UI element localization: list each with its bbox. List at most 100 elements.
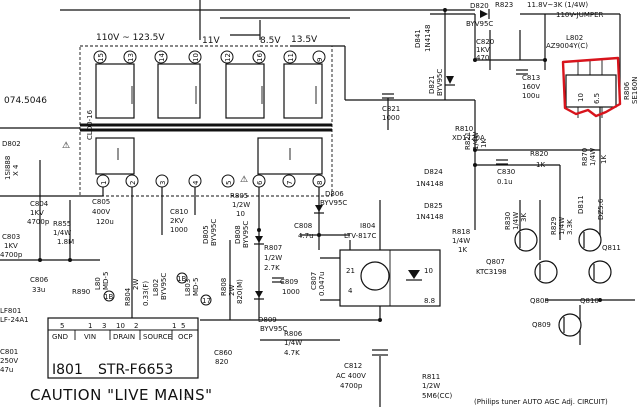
l802-type: AZ9004Y(C)	[546, 42, 588, 50]
c807-value: 0.047u	[318, 272, 326, 296]
opto-pin-2: 10	[424, 267, 433, 275]
ic801-pin-1: 1	[88, 322, 92, 330]
c809-value: 1000	[282, 288, 300, 296]
c801-value: 47u	[0, 366, 13, 374]
bpin-3: 4	[192, 180, 200, 185]
c830-value: 0.1u	[497, 178, 513, 186]
r807-label: R807	[264, 244, 282, 252]
transistor-q807-icon	[514, 228, 538, 252]
circled-17	[200, 294, 212, 306]
c860-value: 820	[215, 358, 228, 366]
left-wiring	[0, 127, 104, 261]
circled-label-1: 1B	[177, 275, 186, 283]
junction-dots	[38, 8, 602, 322]
c803-value: 4700p	[0, 251, 23, 259]
r811-label: R811	[422, 373, 440, 381]
bpin-1: 2	[129, 181, 137, 185]
ic801-name: I801	[52, 362, 83, 378]
c813-value: 100u	[522, 92, 540, 100]
transistor-q810-icon	[588, 260, 612, 284]
r829-value: 3.3K	[566, 219, 574, 235]
bpin-5: 6	[256, 180, 264, 185]
r830-label: R830	[504, 212, 512, 230]
r811-watt: 1/2W	[422, 382, 440, 390]
d808-diode-icon	[255, 236, 263, 243]
l80x-label: L80	[94, 277, 102, 290]
c804-value: 4700p	[27, 218, 50, 226]
r820-value: 1K	[536, 161, 545, 169]
bpin-6: 7	[286, 181, 294, 185]
l802b-label: L802	[152, 279, 160, 296]
d809-diode-icon	[255, 291, 263, 298]
c812-voltage: AC 400V	[336, 372, 366, 380]
r890-label: R890	[72, 288, 90, 296]
circled-label-2: 17	[202, 297, 211, 305]
d808-label: D808	[234, 225, 242, 244]
diode-bridge-count: X 4	[12, 164, 20, 176]
r807-watt: 1/2W	[264, 254, 282, 262]
r829-label: R829	[550, 217, 558, 235]
tpin-5: 16	[256, 53, 264, 62]
q807-label: Q807	[486, 258, 505, 266]
d820-label: D820	[470, 2, 489, 10]
d806-type: BYV95C	[320, 199, 347, 207]
tpin-3: 10	[192, 53, 200, 62]
r870-label: R870	[581, 148, 589, 166]
r806b-value: 4.7K	[284, 349, 300, 357]
q808-label: Q808	[530, 297, 549, 305]
r806b-watt: 1/4W	[284, 339, 302, 347]
c803-voltage: 1KV	[4, 242, 18, 250]
c812-label: C812	[344, 362, 362, 370]
c806-label: C806	[30, 276, 49, 284]
i804-label: I804	[360, 222, 376, 230]
circled-1b-a	[103, 290, 115, 302]
q809-label: Q809	[532, 321, 551, 329]
transistor-q808-icon	[534, 260, 558, 284]
r810-type: XD1720A	[452, 134, 485, 142]
ic801-source: SOURCE	[143, 333, 172, 341]
hazard-symbol-top: ⚠	[62, 141, 70, 151]
d841-label: D841	[414, 29, 422, 48]
bpin-0: 1	[100, 181, 108, 185]
r830-watt: 1/4W	[512, 212, 520, 230]
c804-voltage: 1KV	[30, 209, 44, 217]
r810-label: R810	[455, 125, 473, 133]
q810-label: Q810	[580, 297, 599, 305]
c810-voltage: 2KV	[170, 217, 184, 225]
d821-label: D821	[428, 75, 436, 94]
r823-value: 11.8V~3K (1/4W)	[527, 1, 588, 9]
c821-value: 1000	[382, 114, 400, 122]
diode-bridge-label: 1SI888	[4, 156, 12, 180]
c809-label: C809	[280, 278, 298, 286]
transistor-q809-icon	[558, 313, 582, 337]
c821-label: C821	[382, 105, 400, 113]
d808-type: BYV95C	[242, 221, 250, 248]
lf801-type: LF-24A1	[0, 316, 29, 324]
c805-label: C805	[92, 198, 110, 206]
tpin-6: 11	[287, 53, 295, 62]
ic801-drain: DRAIN	[113, 333, 135, 341]
red-highlight-outline	[561, 56, 622, 118]
r805-value: 10	[236, 210, 245, 218]
ic801-pin-2: 3	[102, 322, 106, 330]
ic801-ocp: OCP	[178, 333, 193, 341]
d806-label: D806	[325, 190, 344, 198]
c820-value: 470	[476, 54, 489, 62]
d809-type: BYV95C	[260, 325, 287, 333]
r855-watt: 1/4W	[53, 229, 71, 237]
tpin-2: 14	[158, 53, 166, 62]
voltage-11v: 11V	[202, 36, 220, 46]
r820-label: R820	[530, 150, 548, 158]
r804-watt: 2W	[132, 279, 140, 290]
r870-value: 1K	[600, 155, 608, 164]
ic801-pin-6: 5	[181, 322, 185, 330]
opto-pin-1: 4	[348, 287, 353, 295]
d821-type: BYV95C	[436, 69, 444, 96]
transistor-q811-icon	[578, 228, 602, 252]
r807-value: 2.7K	[264, 264, 280, 272]
r805-label: R805	[230, 192, 248, 200]
c810-value: 1000	[170, 226, 188, 234]
hazard-symbol-bottom: ⚠	[184, 391, 192, 401]
ic801-pin-3: 10	[116, 322, 125, 330]
c808-value: 4.7u	[298, 232, 314, 240]
